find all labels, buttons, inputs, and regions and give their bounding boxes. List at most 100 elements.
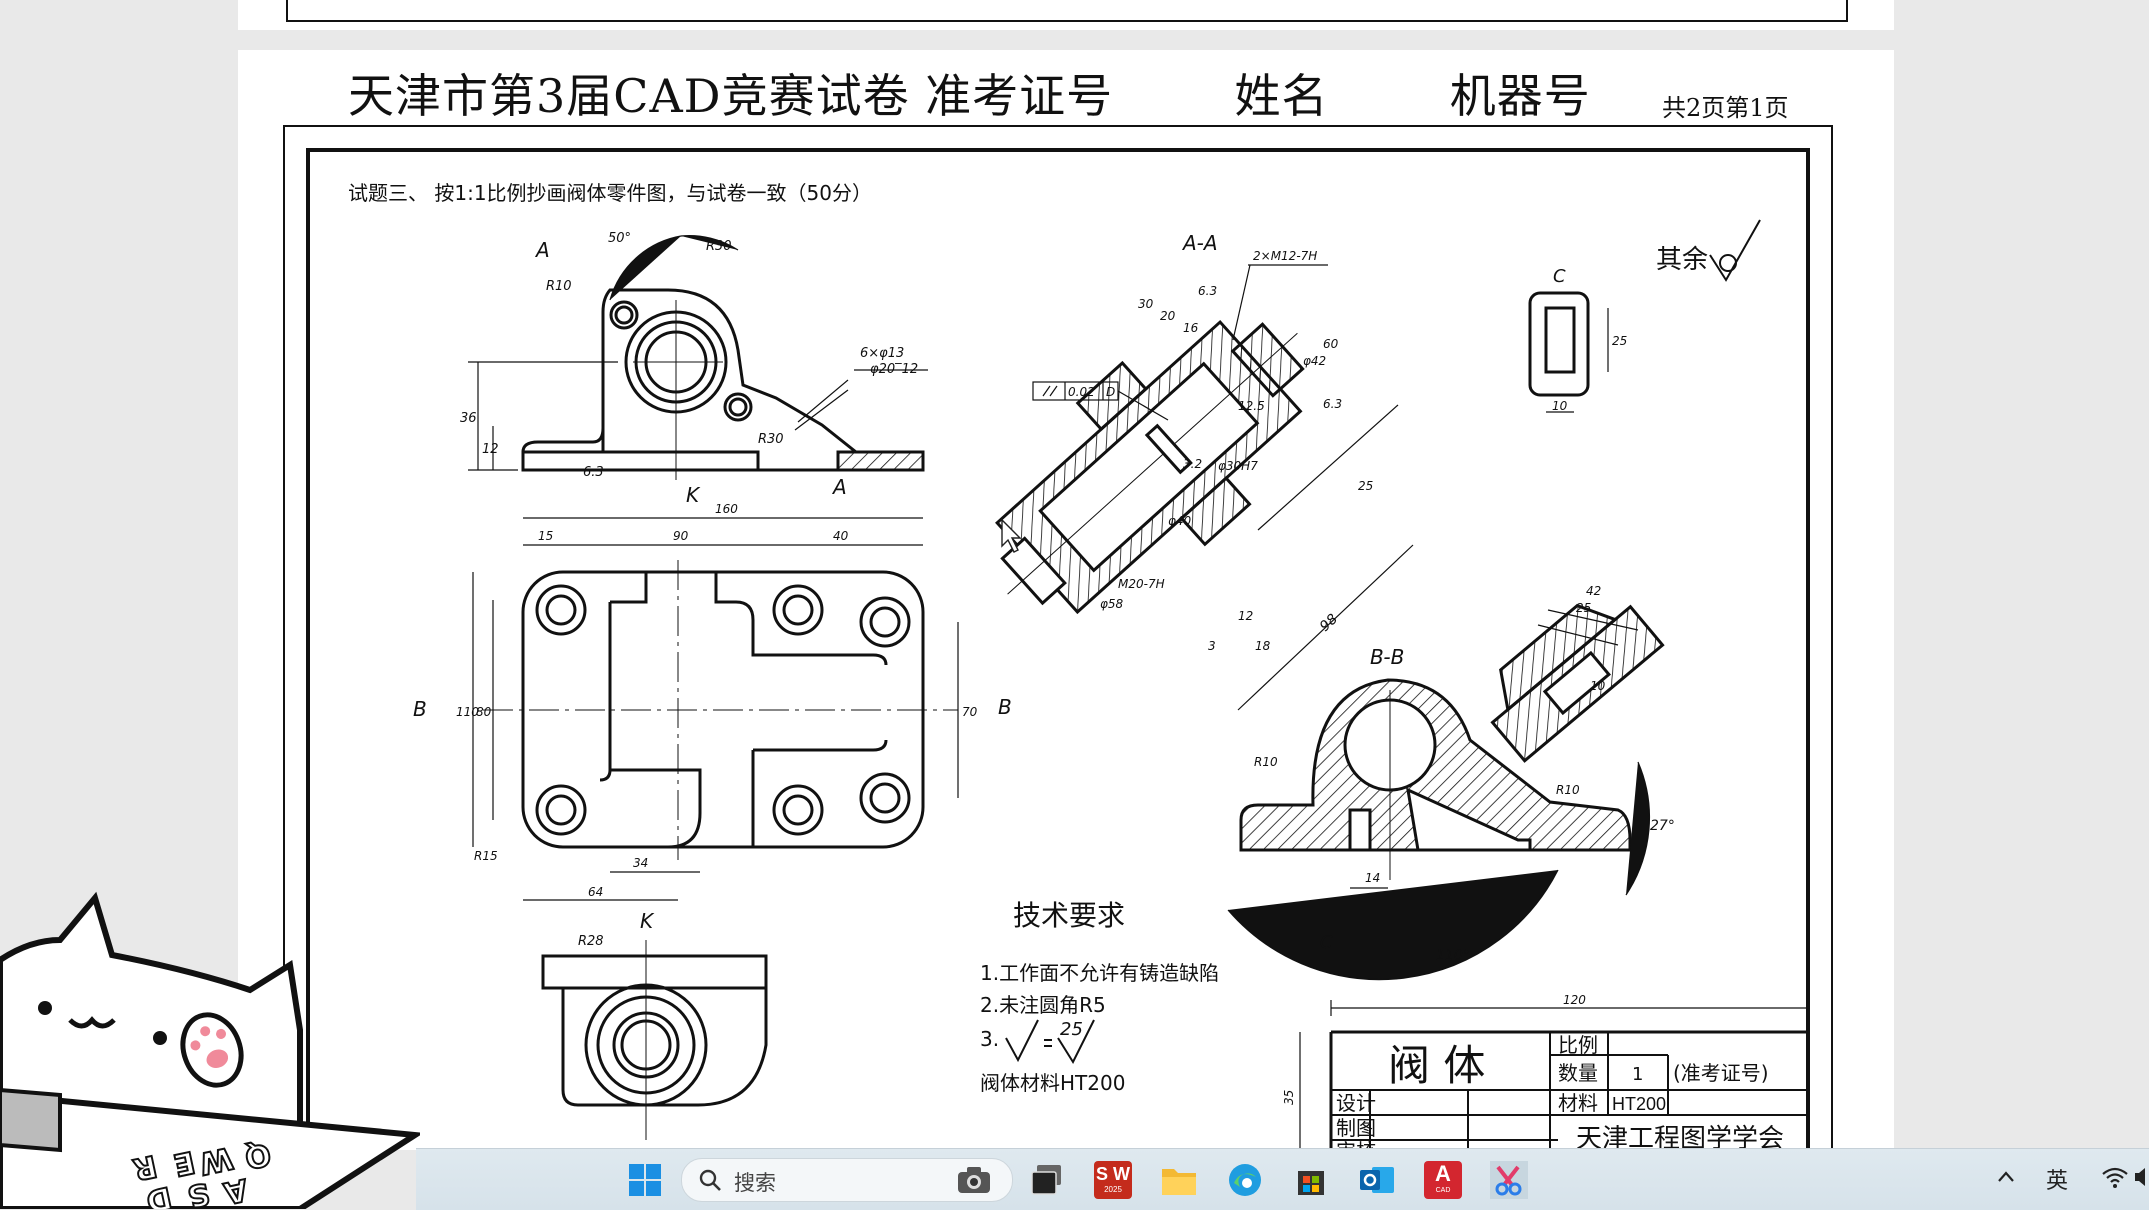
dim-inset-25: 25 [1576, 601, 1591, 615]
solidworks-label: S W [1096, 1164, 1130, 1184]
dim-inset-42: 42 [1586, 584, 1601, 598]
dim-6-3-aa2: 6.3 [1323, 397, 1342, 411]
section-bb-label: B-B [1370, 645, 1404, 669]
dim-bb-r10-left: R10 [1254, 755, 1278, 769]
title-block-text: 120 35 阀 体 比例 数量 1 (准考证号) 材料 HT200 设计 制图… [1282, 993, 1784, 1150]
tb-design-label: 设计 [1336, 1091, 1376, 1115]
solidworks-icon[interactable]: S W 2025 [1094, 1161, 1132, 1199]
mascot-overlay: Q W E R A S D [0, 891, 420, 1209]
dim-25-aa: 25 [1358, 479, 1373, 493]
file-explorer-icon[interactable] [1160, 1161, 1198, 1199]
camera-icon [958, 1167, 990, 1193]
dim-r28: R28 [578, 934, 604, 949]
c-view [1528, 291, 1590, 397]
dim-110deg: 110° [1436, 948, 1470, 964]
wifi-icon[interactable] [2101, 1165, 2129, 1189]
dim-110: 110 [456, 705, 479, 719]
dim-r10: R10 [546, 279, 572, 294]
front-view [521, 288, 925, 480]
section-b-right: B [998, 695, 1012, 719]
dim-phi42: φ42 [1303, 354, 1326, 368]
dim-27deg: 27° [1650, 818, 1675, 834]
dim-phi58: φ58 [1100, 597, 1124, 611]
c-dims: C 25 10 [1546, 266, 1627, 413]
roughness-rest-label: 其余 [1656, 245, 1708, 275]
dim-90: 90 [673, 529, 689, 543]
microsoft-store-icon[interactable] [1292, 1161, 1330, 1199]
tech-requirements: 技术要求 1.工作面不允许有铸造缺陷 2.未注圆角R5 3. 25 阀体材料HT… [980, 899, 1219, 1095]
dim-30: 30 [1138, 297, 1154, 311]
task-view-icon[interactable] [1028, 1161, 1066, 1199]
dim-6xphi13: 6×φ13 [860, 346, 904, 361]
tb-side-dim: 35 [1282, 1090, 1296, 1105]
view-c-arrow-label: C [1320, 932, 1333, 953]
taskbar: 搜索 S W 2025 A CAD 英 [416, 1148, 2149, 1210]
cad-drawing: 试题三、 按1:1比例抄画阀体零件图，与试卷一致（50分） 50° R30 R1… [283, 125, 1833, 1150]
exam-title: 天津市第3届CAD竞赛试卷 准考证号 [348, 69, 1114, 123]
dim-2xm12: 2×M12-7H [1253, 249, 1317, 263]
dim-6-3-front: 6.3 [583, 465, 604, 480]
front-dims: 50° R30 R10 6×φ13 φ20‾12 36 12 R30 6.3 [460, 231, 928, 480]
outer-frame [283, 125, 1833, 1150]
inset-dims: 42 25 10 [1537, 584, 1639, 693]
tech-item-1: 1.工作面不允许有铸造缺陷 [980, 961, 1219, 985]
tb-qty-label: 数量 [1558, 1061, 1598, 1085]
question-text: 试题三、 按1:1比例抄画阀体零件图，与试卷一致（50分） [348, 181, 872, 205]
prev-frame-bottom [286, 20, 1848, 22]
dim-c-10: 10 [1552, 399, 1568, 413]
chevron-up-icon[interactable] [1996, 1167, 2016, 1187]
dim-60: 60 [1323, 337, 1339, 351]
mascot-key-d: D [143, 1179, 175, 1209]
tol-datum: D [1106, 385, 1115, 399]
volume-icon[interactable] [2134, 1165, 2149, 1189]
view-c-label: C [1553, 266, 1566, 287]
bb-section [1239, 678, 1632, 880]
tech-roughness-symbols [1005, 1019, 1095, 1065]
tb-qty-value: 1 [1632, 1064, 1643, 1085]
inset-section [1490, 603, 1665, 763]
previous-page-strip [238, 0, 1894, 30]
prev-frame-left [286, 0, 288, 22]
dim-r15: R15 [474, 849, 498, 863]
ime-indicator[interactable]: 英 [2046, 1169, 2069, 1194]
tech-title: 技术要求 [1013, 899, 1125, 932]
tb-scale-label: 比例 [1558, 1033, 1598, 1057]
windows-start-icon[interactable] [626, 1161, 664, 1199]
autocad-label: A [1435, 1161, 1451, 1186]
dim-r30-bottom: R30 [758, 432, 784, 447]
mascot-key-s: S [184, 1175, 212, 1209]
dim-inset-10: 10 [1590, 679, 1606, 693]
aa-section [995, 319, 1305, 615]
snipping-tool-icon[interactable] [1490, 1161, 1528, 1199]
tech-material-note: 阀体材料HT200 [980, 1071, 1125, 1095]
dim-18: 18 [1255, 639, 1271, 653]
edge-browser-icon[interactable] [1226, 1161, 1264, 1199]
dim-12-aa: 12 [1238, 609, 1253, 623]
dim-bb-r10-right: R10 [1556, 783, 1580, 797]
autocad-sub: CAD [1435, 1187, 1451, 1194]
solidworks-year: 2025 [1104, 1185, 1122, 1194]
tech-item-2: 2.未注圆角R5 [980, 993, 1106, 1017]
dim-34: 34 [633, 856, 648, 870]
roughness-rest-symbol [1709, 219, 1761, 282]
aa-dims: A-A 2×M12-7H 6.3 30 20 16 60 φ42 6.3 12.… [1032, 231, 1414, 711]
autocad-icon[interactable]: A CAD [1424, 1161, 1462, 1199]
outlook-icon[interactable] [1358, 1161, 1396, 1199]
exam-header: 天津市第3届CAD竞赛试卷 准考证号 姓名 机器号 [348, 60, 1591, 126]
taskbar-search-box[interactable]: 搜索 [681, 1158, 1013, 1202]
dim-40: 40 [833, 529, 849, 543]
tb-draw-label: 制图 [1336, 1116, 1376, 1140]
dim-phi30h7: φ30H7 [1218, 459, 1258, 473]
dim-15: 15 [538, 529, 553, 543]
tb-top-dim: 120 [1563, 993, 1586, 1007]
tb-material-label: 材料 [1558, 1091, 1598, 1115]
prev-frame-right [1846, 0, 1848, 22]
exam-page: 天津市第3届CAD竞赛试卷 准考证号 姓名 机器号 共2页第1页 试题三、 按1… [238, 50, 1894, 1150]
section-aa-label: A-A [1181, 231, 1218, 255]
view-k-top: K [686, 483, 701, 507]
dim-c-25: 25 [1612, 334, 1627, 348]
search-icon [699, 1169, 721, 1191]
dim-12: 12 [482, 442, 499, 457]
inner-frame [306, 148, 1810, 1150]
dim-3-2: 3.2 [1183, 457, 1202, 471]
